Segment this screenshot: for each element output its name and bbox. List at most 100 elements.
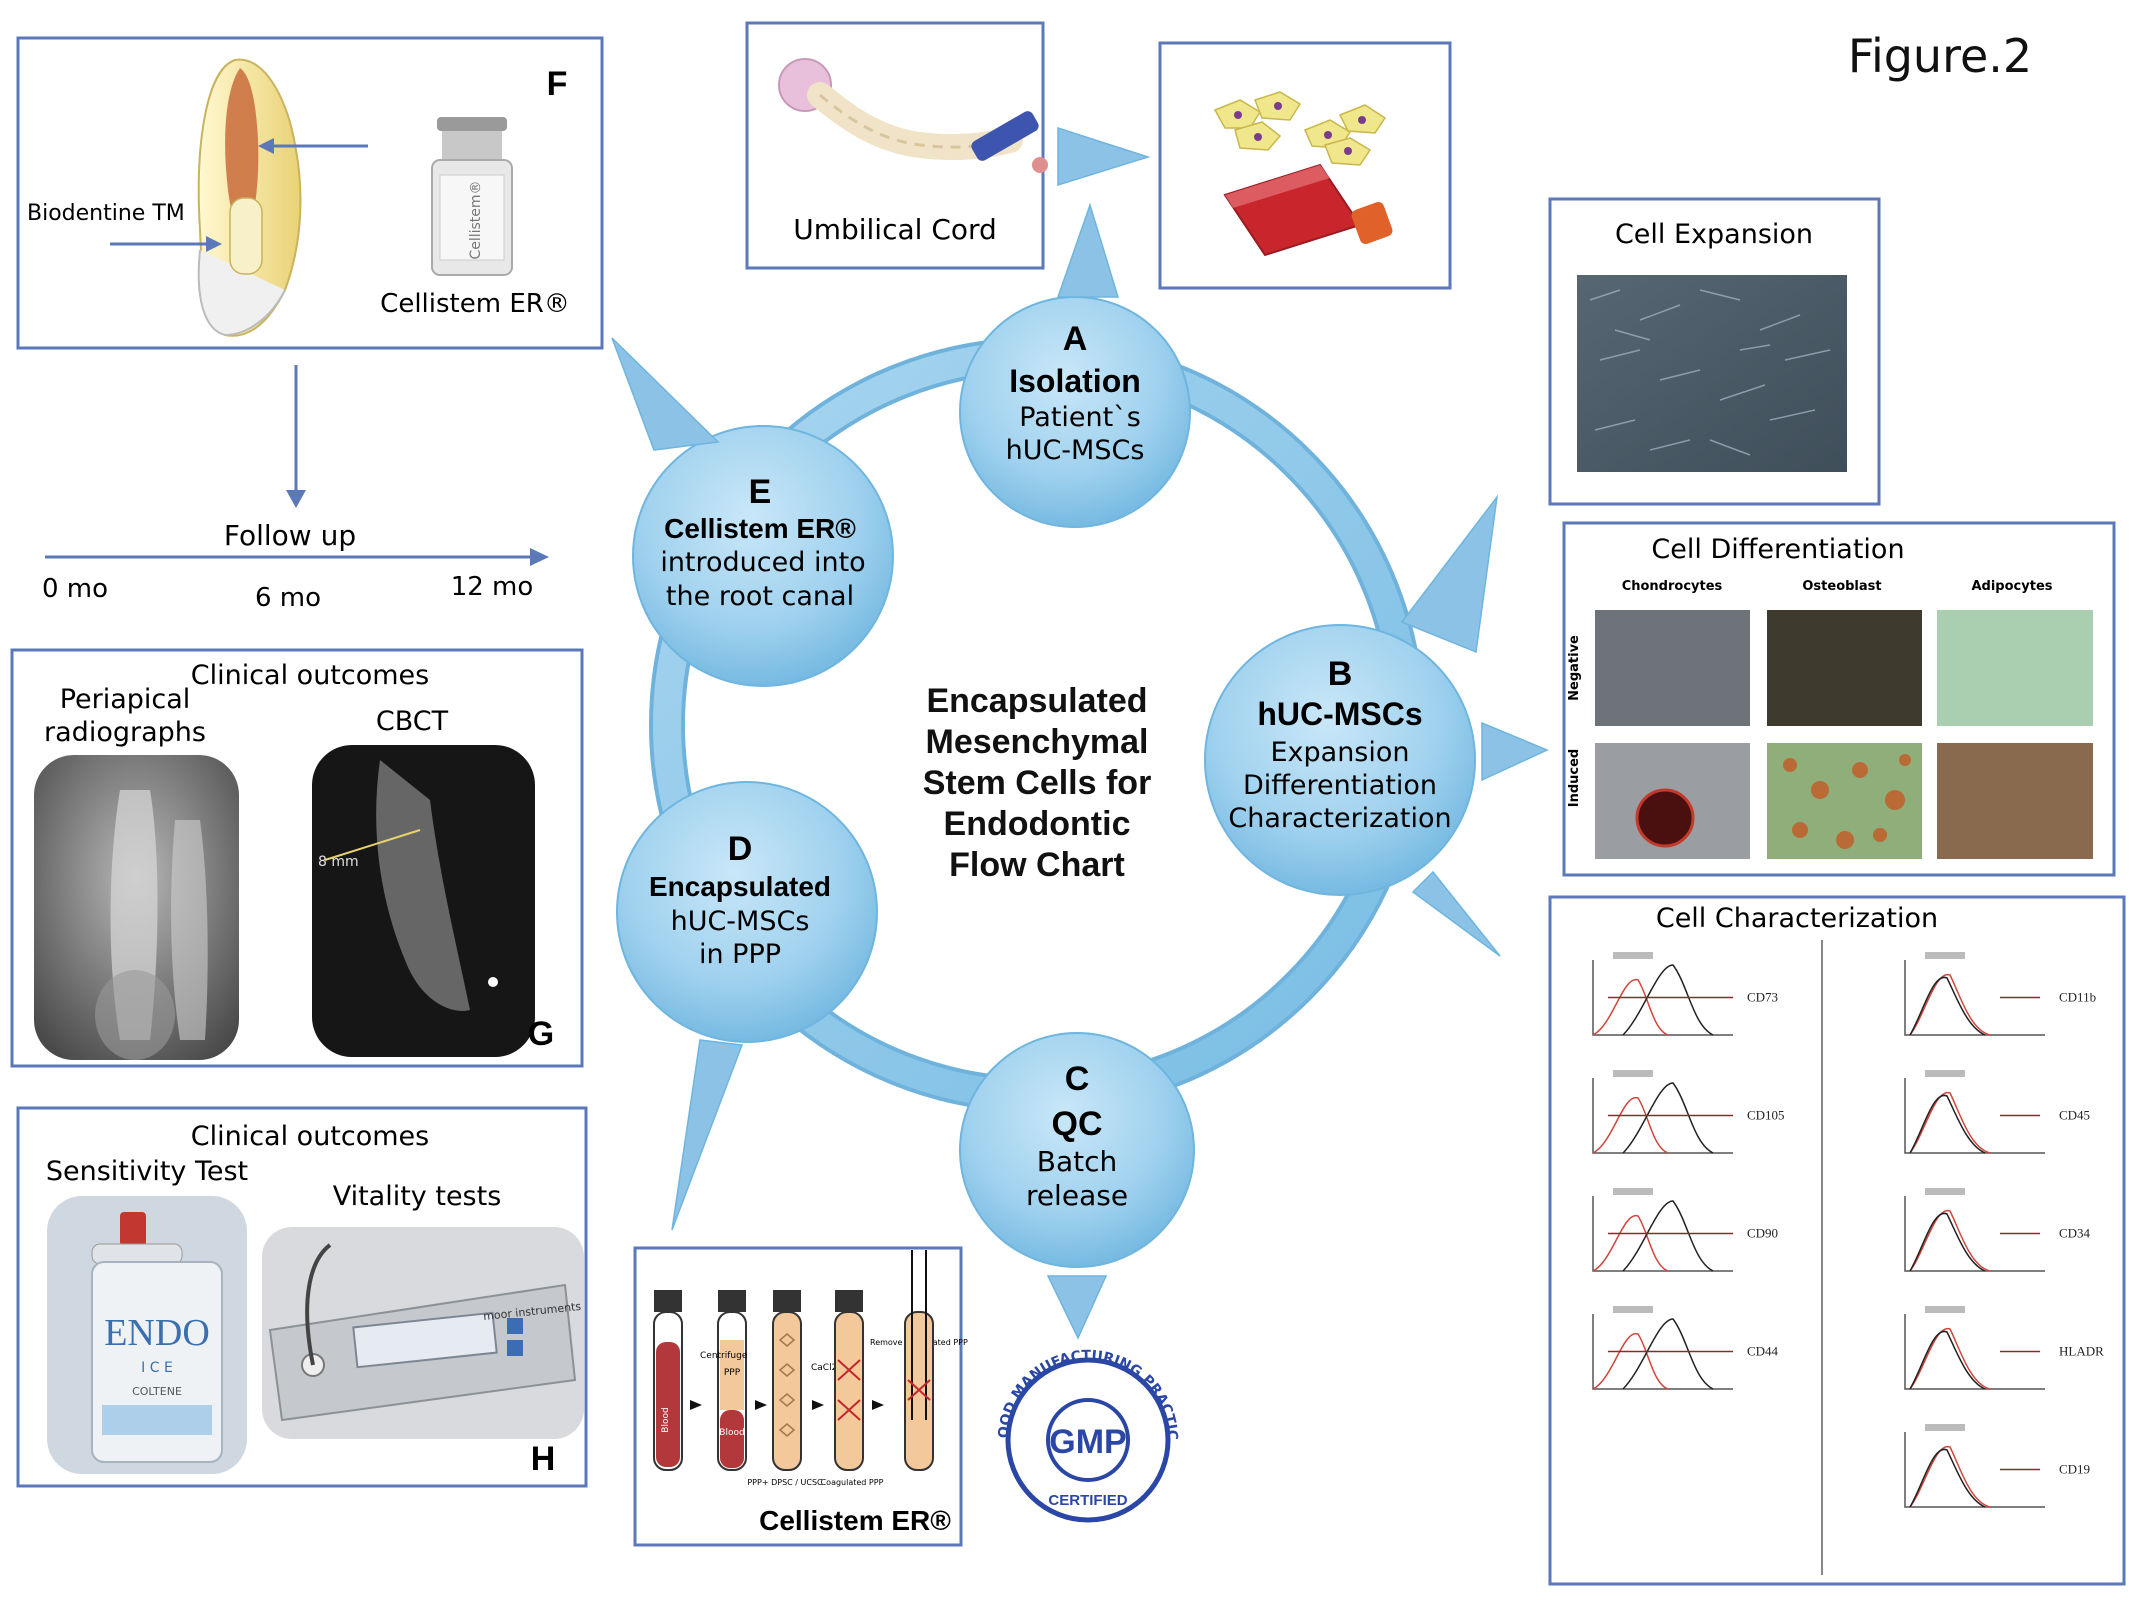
cell-expansion-title: Cell Expansion: [1615, 219, 1813, 250]
histogram-left-3: CD44: [1592, 1306, 1779, 1390]
stage-e-circle: [632, 425, 894, 687]
arrow-b-to-differentiation: [1481, 721, 1549, 782]
arrow-head-f-down: [286, 490, 306, 508]
ppp-arrow-3: [812, 1400, 824, 1410]
stage-b-line-1: Expansion: [1270, 737, 1409, 768]
arrow-head-f-right: [258, 138, 274, 154]
stage-d-line-1: hUC-MSCs: [671, 906, 810, 937]
diff-col-osteoblast: Osteoblast: [1802, 579, 1881, 594]
stage-e-line-1: introduced into: [660, 547, 865, 578]
histogram-tag: [1613, 1070, 1653, 1077]
center-title-line-2: Mesenchymal: [926, 723, 1149, 761]
stage-e-title: Cellistem ER®: [664, 513, 856, 544]
cell-differentiation-panel: Cell Differentiation Chondrocytes Osteob…: [1562, 521, 2116, 877]
stage-c-circle: [959, 1032, 1195, 1268]
histogram-tag: [1613, 952, 1653, 959]
cell-culture-panel: [1158, 41, 1452, 290]
timeline-tick-6: 6 mo: [255, 583, 321, 613]
cell-characterization-title: Cell Characterization: [1656, 903, 1938, 934]
histogram-marker-label: HLADR: [2059, 1344, 2104, 1359]
histogram-left-2: CD90: [1592, 1188, 1778, 1272]
diff-adipo-negative: [1937, 610, 2093, 726]
arrow-cord-to-cells: [1057, 126, 1151, 187]
panel-h-title: Clinical outcomes: [191, 1121, 430, 1152]
diff-col-chondrocytes: Chondrocytes: [1622, 579, 1723, 594]
histogram-marker-curve: [1909, 1448, 1986, 1508]
spray-maker: COLTENE: [132, 1385, 182, 1398]
cell-expansion-panel: Cell Expansion: [1548, 197, 1881, 506]
connector-arrows: [611, 126, 1549, 1340]
tube-5: [904, 1250, 934, 1471]
center-title-line-3: Stem Cells for: [923, 764, 1152, 802]
histogram-control-curve: [1592, 1215, 1669, 1272]
histogram-right-2: CD34: [1904, 1188, 2091, 1272]
histogram-axes: [1904, 1314, 2045, 1390]
stage-a: A Isolation Patient`s hUC-MSCs: [959, 296, 1191, 528]
periapical-radiograph: [34, 755, 239, 1060]
histogram-marker-curve: [1909, 976, 1986, 1036]
umbilical-cord-panel: Umbilical Cord: [745, 21, 1048, 270]
umbilical-cord-illustration: [778, 58, 1048, 173]
histogram-marker-curve: [1622, 1082, 1714, 1154]
ppp-arrow-2: [755, 1400, 767, 1410]
histogram-marker-curve: [1909, 1212, 1986, 1272]
timeline-arrowhead: [530, 548, 549, 566]
histogram-marker-curve: [1909, 1330, 1986, 1390]
cbct-measure-line: [324, 829, 421, 861]
stage-d-circle: [616, 781, 878, 1043]
cell-differentiation-title: Cell Differentiation: [1651, 534, 1904, 565]
endo-ice-spray-icon: ENDO I C E COLTENE: [47, 1196, 247, 1474]
vial-icon: Cellistem®: [431, 117, 513, 276]
cbct-measure-text: 8 mm: [318, 854, 359, 870]
stage-c-title: QC: [1052, 1105, 1103, 1143]
gmp-bottom-text: CERTIFIED: [1048, 1492, 1127, 1509]
diff-adipo-induced: [1937, 743, 2093, 859]
follow-up-title: Follow up: [224, 519, 356, 552]
stage-a-line-2: hUC-MSCs: [1006, 435, 1145, 466]
stage-e-letter: E: [749, 473, 772, 511]
histogram-marker-label: CD34: [2059, 1226, 2091, 1241]
bottom-label-1: PPP+ DPSC / UCSC: [747, 1478, 823, 1487]
step-cacl2: CaCl2: [811, 1363, 837, 1373]
stage-b: B hUC-MSCs Expansion Differentiation Cha…: [1204, 624, 1476, 896]
arrow-c-to-gmp: [1046, 1275, 1108, 1340]
gmp-inner-ring: [1046, 1398, 1130, 1482]
stage-b-title: hUC-MSCs: [1257, 696, 1422, 732]
ppp-panel: Blood PPP Blood Centrifuge CaCl2: [633, 1246, 968, 1547]
center-title-line-5: Flow Chart: [949, 846, 1125, 884]
gmp-center-text: GMP: [1049, 1423, 1126, 1461]
histogram-marker-label: CD11b: [2059, 990, 2096, 1005]
stage-c-line-2: release: [1026, 1179, 1128, 1212]
bottom-label-2: Coagulated PPP: [821, 1478, 884, 1487]
tube-4: [834, 1290, 864, 1471]
stage-d: D Encapsulated hUC-MSCs in PPP: [616, 781, 878, 1043]
arrow-head-f-left: [206, 236, 222, 252]
culture-flask-icon: [1223, 163, 1393, 257]
histogram-tag: [1613, 1188, 1653, 1195]
histogram-axes: [1904, 1432, 2045, 1508]
panel-f-letter: F: [547, 65, 568, 103]
diff-osteo-stain: [1783, 754, 1911, 849]
stage-a-line-1: Patient`s: [1019, 402, 1141, 433]
timeline-tick-0: 0 mo: [42, 574, 108, 604]
tube-2-label-bottom: Blood: [719, 1428, 744, 1438]
stage-d-title: Encapsulated: [649, 871, 831, 902]
histogram-control-curve: [1909, 1210, 1991, 1272]
stage-b-letter: B: [1328, 655, 1353, 693]
spray-brand: ENDO: [104, 1312, 210, 1354]
biodentine-label: Biodentine TM: [27, 201, 185, 226]
histogram-control-curve: [1909, 1092, 1991, 1154]
histogram-marker-curve: [1622, 964, 1714, 1036]
tube-2-label-top: PPP: [724, 1368, 741, 1378]
diff-chondro-pellet: [1635, 788, 1695, 848]
histogram-marker-label: CD105: [1747, 1108, 1785, 1123]
ppp-caption: Cellistem ER®: [759, 1505, 951, 1536]
histogram-tag: [1925, 952, 1965, 959]
tube-2: PPP Blood: [717, 1290, 747, 1471]
panel-g-letter: G: [528, 1015, 554, 1053]
panel-f-product-label: Cellistem ER®: [380, 289, 570, 319]
tooth-illustration: [197, 58, 302, 337]
timeline-tick-12: 12 mo: [451, 572, 534, 602]
